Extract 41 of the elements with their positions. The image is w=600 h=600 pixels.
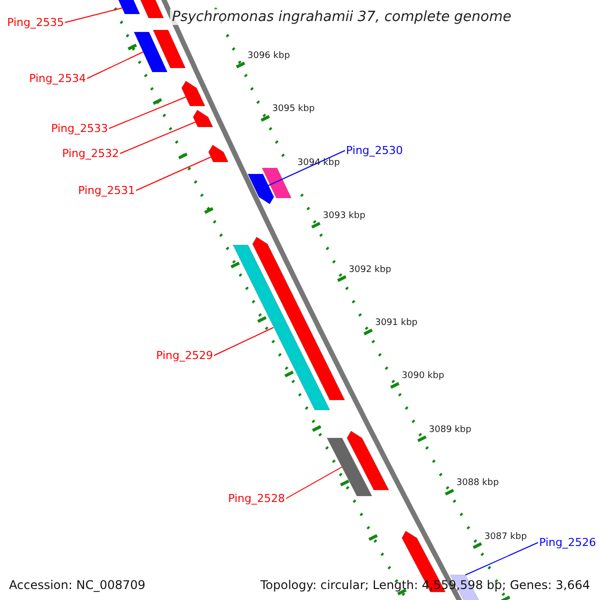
leader-line <box>120 122 196 154</box>
tick-label: 3095 kbp <box>272 105 315 114</box>
gene-label: Ping_2529 <box>156 350 213 361</box>
tick-label: 3093 kbp <box>322 212 366 222</box>
gene-feature <box>208 144 228 162</box>
gene-feature <box>262 168 292 198</box>
gene-feature <box>252 236 345 400</box>
leader-line <box>214 327 274 356</box>
gene-label: Ping_2535 <box>7 17 64 28</box>
gene-label: Ping_2532 <box>62 148 119 159</box>
title: Psychromonas ingrahamii 37, complete genome <box>170 9 514 25</box>
tick-label: 3087 kbp <box>484 532 527 542</box>
tick-label: 3090 kbp <box>402 372 444 382</box>
gene-label: Ping_2526 <box>539 537 596 548</box>
leader-line <box>86 52 144 79</box>
tick-label: 3091 kbp <box>375 319 418 328</box>
gene-feature <box>346 430 390 490</box>
gene-label: Ping_2534 <box>29 73 86 84</box>
gene-label: Ping_2531 <box>78 185 135 196</box>
tick-label: 3094 kbp <box>297 158 340 168</box>
tick-label: 3096 kbp <box>248 52 290 61</box>
leader-line <box>108 96 186 129</box>
gene-feature <box>326 438 372 496</box>
leader-line <box>136 156 212 191</box>
leader-line <box>64 8 123 23</box>
tick-label: 3089 kbp <box>428 426 472 435</box>
gene-feature <box>134 32 168 72</box>
gene-feature <box>152 30 186 68</box>
leader-line <box>464 542 539 576</box>
leader-line <box>268 150 346 186</box>
tick-label: 3088 kbp <box>456 479 499 488</box>
gene-feature <box>248 174 274 204</box>
gene-label: Ping_2528 <box>228 493 285 504</box>
gene-feature <box>232 244 330 410</box>
leader-line <box>286 466 342 499</box>
gene-feature <box>192 110 214 128</box>
footer-text: Accession: NC_008709 <box>9 579 146 591</box>
tick-label: 3092 kbp <box>348 266 392 275</box>
gene-feature <box>181 80 206 106</box>
gene-label: Ping_2530 <box>346 145 403 156</box>
gene-label: Ping_2533 <box>51 123 108 134</box>
